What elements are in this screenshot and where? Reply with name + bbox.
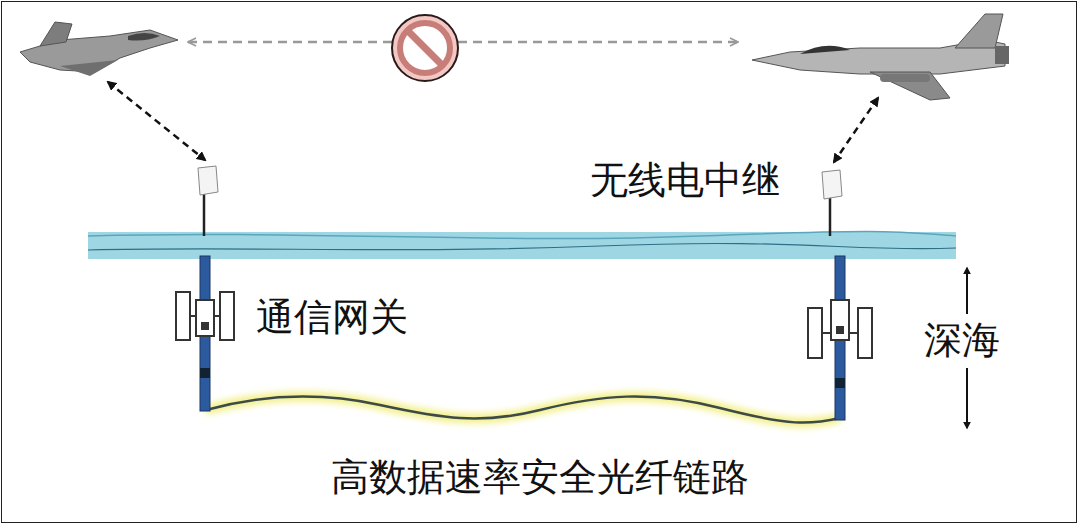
- fiber-cable: [206, 396, 840, 422]
- fighter-jet: [752, 14, 1009, 100]
- gateway-panel: [808, 308, 822, 358]
- relay-mast: [829, 195, 832, 236]
- stealth-jet: [20, 22, 178, 76]
- prohibit-sign: [392, 15, 458, 81]
- jet-canopy: [800, 46, 850, 54]
- pole-joint: [200, 368, 210, 378]
- jet-tail: [40, 22, 72, 46]
- fiber-glow: [206, 396, 840, 422]
- jet-store: [880, 74, 930, 82]
- gateway-body: [196, 300, 214, 336]
- relay-antenna: [822, 170, 842, 199]
- blocked-link: [188, 41, 738, 44]
- jet-wing: [870, 72, 950, 100]
- gateway-panel: [176, 292, 190, 340]
- sea-surface: [88, 232, 956, 259]
- prohibit-ring: [400, 23, 450, 73]
- jet-canopy: [128, 33, 160, 41]
- wave-line: [88, 231, 956, 238]
- gateway-panel: [858, 308, 872, 358]
- jet-wing: [60, 60, 118, 76]
- text-label: 深海: [924, 320, 1000, 362]
- text-label: 高数据速率安全光纤链路: [331, 457, 749, 499]
- radio-link: [834, 98, 878, 162]
- text-label: 无线电中继: [590, 160, 780, 202]
- pole-joint: [835, 378, 845, 388]
- gateway-core: [201, 322, 209, 330]
- gateway-body: [831, 300, 849, 340]
- gateway-panel: [220, 292, 234, 340]
- wave-line: [88, 243, 956, 250]
- gateway-icon: [176, 292, 234, 340]
- depth-arrow: [966, 268, 968, 314]
- prohibit-bar: [407, 30, 443, 66]
- jet-tail: [955, 14, 1003, 48]
- depth-arrow: [966, 368, 968, 428]
- radio-link: [108, 82, 205, 160]
- relay-mast: [203, 190, 206, 236]
- relay-antenna: [198, 166, 218, 195]
- jet-nozzle: [995, 46, 1009, 64]
- gateway-icon: [808, 300, 872, 358]
- text-label: 通信网关: [256, 297, 408, 339]
- gateway-core: [836, 326, 844, 334]
